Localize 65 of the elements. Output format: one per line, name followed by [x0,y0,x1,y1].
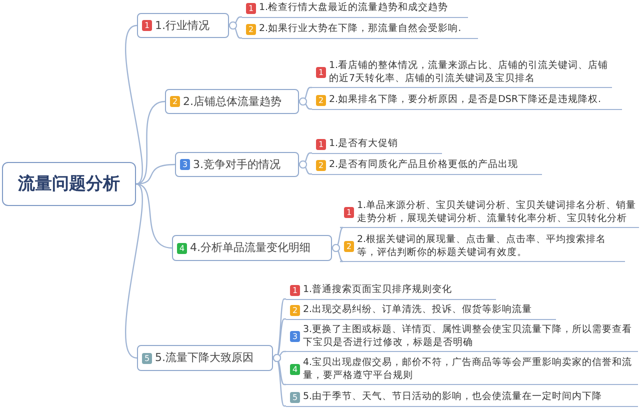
topic-text: 1.检查行情大盘最近的流量趋势和成交趋势 [259,2,448,14]
subtopic-item [286,355,638,385]
topic-text: 5.由于季节、天气、节日活动的影响，也会使流量在一定时间内下降 [303,391,602,404]
number-badge: 2 [316,94,326,106]
connector-line [299,98,312,110]
topic-box [165,89,299,114]
subtopic-item [312,157,542,174]
subtopic-item [312,136,442,154]
topic-text: 1.单品来源分析、宝贝关键词分析、宝贝关键词排名分析、销量走势分析，展现关键词分析、流量转化率分析、宝贝转化分析 [357,200,638,225]
number-badge: 5 [142,352,152,364]
connector-line [125,24,143,184]
title-text: 流量问题分析 [18,174,120,194]
connector-line [136,100,166,185]
subtopic-item [340,198,639,228]
subtopic-item [312,58,612,88]
number-badge: 1 [316,67,326,78]
topic-text: 1.普通搜索页面宝贝排序规则变化 [303,284,452,296]
topic-text: 1.行业情况 [155,18,210,32]
topic-text: 2.出现交易纠纷、订单清洗、投诉、假货等影响流量 [303,304,532,316]
number-badge: 5 [290,392,300,403]
connector-line [136,183,172,249]
connector-line [332,244,344,262]
topic-box [175,152,299,177]
connector-line [229,22,242,39]
number-badge: 2 [246,24,256,35]
topic-text: 2.如果排名下降，要分析原因，是否是DSR下降还是违规降权. [329,94,602,106]
central-topic-box [2,162,136,206]
number-badge: 2 [316,160,326,171]
topic-text: 4.宝贝出现虚假交易，邮价不符，广告商品等等会严重影响卖家的信誉和流量，要严格遵守平台规则 [303,357,634,382]
topic-text: 4.分析单品流量变化明细 [190,241,310,255]
topic-box [172,235,332,261]
topic-box [137,13,229,38]
topic-text: 3.更换了主图或标题、详情页、属性调整会使宝贝流量下降，所以需要查看下宝贝是否进行过修改，标题是否明确 [303,324,634,349]
number-badge: 4 [290,364,300,375]
subtopic-item [286,322,638,352]
number-badge: 2 [170,96,180,107]
subtopic-item [312,92,622,110]
number-badge: 4 [177,242,187,254]
number-badge: 3 [180,159,190,170]
number-badge: 1 [246,2,256,14]
connector-line [299,160,312,175]
topic-box [137,345,273,371]
number-badge: 2 [344,241,354,252]
topic-text: 2.店铺总体流量趋势 [183,94,282,108]
number-badge: 1 [316,138,326,150]
subtopic-item [242,0,468,18]
subtopic-item [340,232,625,262]
number-badge: 1 [290,284,300,296]
topic-text: 2.是否有同质化产品且价格更低的产品出现 [329,159,518,172]
connector-line [125,184,143,359]
topic-text: 1.看店铺的整体情况，流量来源占比、店铺的引流关键词、店铺的近7天转化率、店铺的引流关键词及宝贝排名 [329,60,610,85]
subtopic-item [286,389,638,406]
subtopic-item [286,302,556,320]
topic-text: 5.流量下降大致原因 [155,351,254,365]
topic-text: 2.如果行业大势在下降，那流量自然会受影响. [259,23,462,36]
topic-text: 2.根据关键词的展现量、点击量、点击率、平均搜索排名等，评估判断你的标题关键词有效度。 [357,234,608,259]
topic-text: 1.是否有大促销 [329,138,398,150]
topic-text: 3.竞争对手的情况 [193,158,280,172]
number-badge: 3 [290,331,300,342]
number-badge: 2 [290,304,300,316]
connector-line [273,354,286,407]
subtopic-item [242,21,478,38]
number-badge: 1 [142,20,152,31]
subtopic-item [286,282,496,300]
number-badge: 1 [344,207,354,218]
